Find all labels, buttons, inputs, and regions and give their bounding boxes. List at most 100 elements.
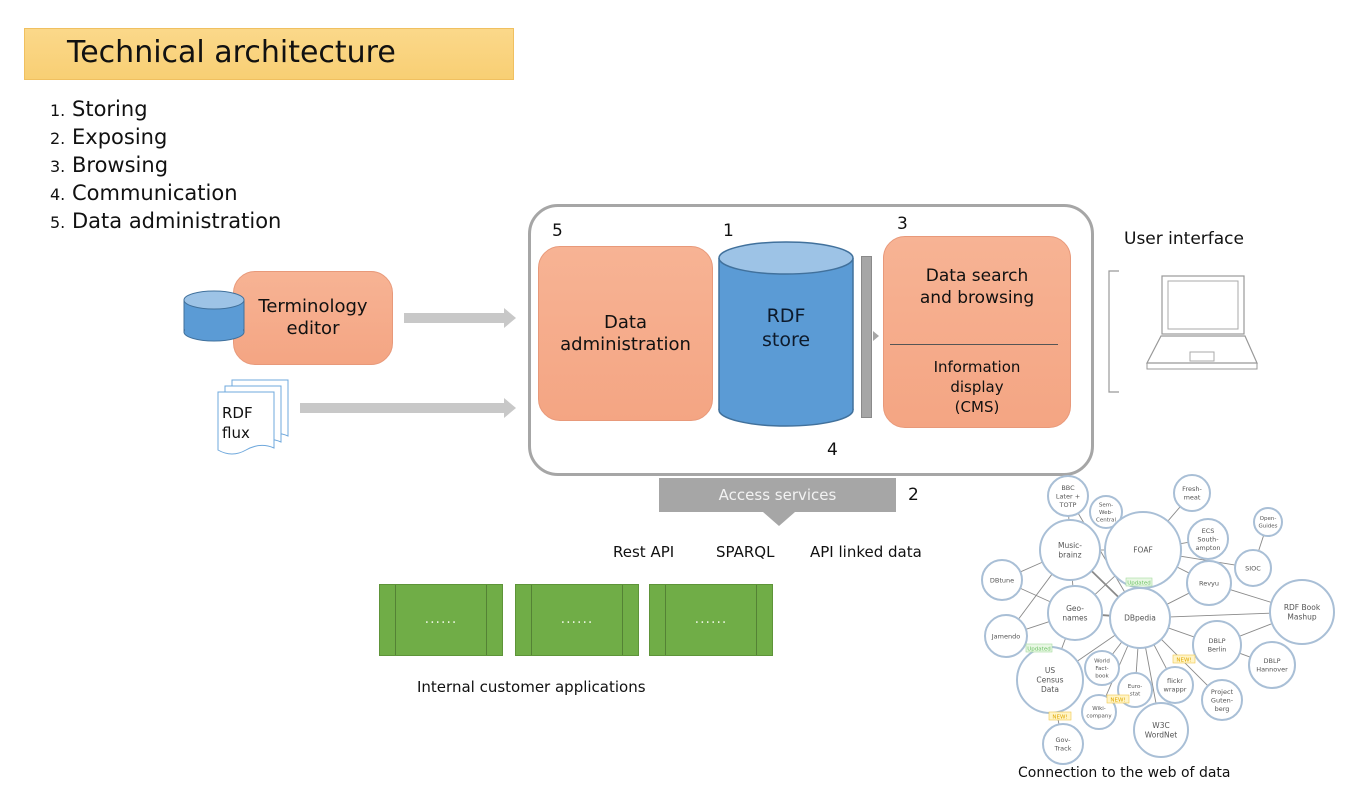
step-label: Communication bbox=[72, 181, 238, 205]
cms-label: Information display (CMS) bbox=[884, 357, 1070, 417]
graph-edge bbox=[1025, 621, 1050, 630]
graph-node-govtrack: Gov-Track bbox=[1042, 723, 1084, 765]
app-placeholder: ...... bbox=[694, 611, 728, 627]
graph-edge bbox=[1229, 589, 1272, 603]
graph-node-label: World bbox=[1094, 658, 1110, 664]
graph-node-label: Web- bbox=[1099, 510, 1113, 516]
box-label: Information bbox=[933, 358, 1021, 376]
graph-edge bbox=[1180, 541, 1189, 545]
number-label: 4 bbox=[827, 440, 838, 460]
graph-node-label: BBC bbox=[1061, 484, 1075, 492]
graph-node-label: W3C bbox=[1152, 721, 1169, 730]
graph-node-label: names bbox=[1062, 613, 1087, 622]
graph-edge bbox=[1145, 647, 1157, 704]
graph-edge bbox=[1239, 623, 1273, 637]
graph-node-label: Geo- bbox=[1066, 604, 1084, 613]
graph-node-opnguides: Open-Guides bbox=[1253, 507, 1283, 537]
graph-node-label: WordNet bbox=[1145, 730, 1178, 739]
graph-node-label: meat bbox=[1184, 494, 1201, 502]
graph-node-label: Euro- bbox=[1128, 684, 1143, 690]
graph-node-label: Revyu bbox=[1199, 579, 1219, 587]
steps-list: 1. Storing 2.Exposing 3.Browsing 4. Commun… bbox=[50, 96, 281, 236]
graph-node-revyu: Revyu bbox=[1186, 560, 1232, 606]
graph-edge bbox=[1020, 587, 1051, 603]
step-item: 5.Data administration bbox=[50, 208, 281, 236]
customer-app: ...... bbox=[649, 584, 773, 656]
web-of-data-caption: Connection to the web of data bbox=[1018, 765, 1231, 781]
step-number: 3. bbox=[50, 157, 66, 176]
graph-node-wikicompany: Wiki-company bbox=[1081, 694, 1117, 730]
graph-edge bbox=[1168, 627, 1195, 638]
step-number: 4. bbox=[50, 185, 66, 204]
graph-edge bbox=[1239, 652, 1251, 658]
graph-node-label: TOTP bbox=[1059, 501, 1077, 509]
graph-node-label: SIOC bbox=[1245, 564, 1261, 572]
graph-edge bbox=[1169, 612, 1271, 618]
graph-edge bbox=[1061, 638, 1066, 650]
box-label: Data bbox=[604, 311, 647, 333]
graph-node-label: stat bbox=[1130, 692, 1141, 698]
rdf-flux-arrow bbox=[300, 398, 516, 418]
app-placeholder: ...... bbox=[424, 611, 458, 627]
terminology-editor-label: Terminology bbox=[258, 296, 368, 317]
access-arrow-icon bbox=[763, 512, 795, 526]
graph-node-label: South- bbox=[1197, 535, 1219, 543]
graph-node-label: RDF Book bbox=[1284, 603, 1321, 612]
graph-node-label: brainz bbox=[1058, 550, 1081, 559]
laptop-icon bbox=[1108, 270, 1258, 393]
applications-caption: Internal customer applications bbox=[417, 678, 646, 696]
graph-node-jamendo: Jamendo bbox=[984, 614, 1028, 658]
search-label: Data search and browsing bbox=[884, 265, 1070, 309]
customer-app: ...... bbox=[515, 584, 639, 656]
badge-label: Updated bbox=[1027, 646, 1050, 652]
badge-label: NEW! bbox=[1052, 714, 1067, 720]
step-number: 1. bbox=[50, 101, 66, 120]
graph-node-label: Music- bbox=[1058, 541, 1082, 550]
graph-edge bbox=[1020, 561, 1043, 573]
graph-node-label: US bbox=[1045, 666, 1055, 675]
step-item: 1. Storing bbox=[50, 96, 281, 124]
graph-node-freshmeat: Fresh-meat bbox=[1173, 474, 1211, 512]
graph-node-label: ECS bbox=[1202, 527, 1215, 535]
step-label: Storing bbox=[72, 97, 148, 121]
rdf-flux-line: flux bbox=[222, 424, 250, 442]
graph-node-label: Berlin bbox=[1208, 646, 1227, 654]
graph-node-label: DBtune bbox=[990, 576, 1014, 584]
step-item: 3.Browsing bbox=[50, 152, 281, 180]
graph-node-label: company bbox=[1086, 714, 1112, 720]
graph-node-label: Jamendo bbox=[991, 632, 1020, 640]
step-item: 2.Exposing bbox=[50, 124, 281, 152]
graph-node-label: Fresh- bbox=[1182, 485, 1202, 493]
api-label-rest: Rest API bbox=[613, 543, 675, 561]
graph-node-label: Sem- bbox=[1099, 502, 1113, 508]
graph-node-label: Guten- bbox=[1211, 696, 1234, 704]
new-badge bbox=[1172, 654, 1196, 664]
graph-edge bbox=[1101, 614, 1111, 617]
page-title: Technical architecture bbox=[67, 35, 396, 70]
step-item: 4. Communication bbox=[50, 180, 281, 208]
api-label-linked-data: API linked data bbox=[810, 543, 922, 561]
graph-node-label: Open- bbox=[1260, 516, 1277, 522]
number-label: 3 bbox=[897, 214, 908, 234]
terminology-editor-label: editor bbox=[286, 318, 340, 339]
app-placeholder: ...... bbox=[560, 611, 594, 627]
graph-edge bbox=[1090, 570, 1120, 598]
graph-edge bbox=[1166, 592, 1190, 605]
box-label: administration bbox=[560, 333, 691, 355]
graph-node-dbpedia: DBpedia bbox=[1109, 587, 1171, 649]
number-label: 2 bbox=[908, 485, 919, 505]
graph-edge bbox=[1258, 535, 1265, 552]
graph-node-label: Gov- bbox=[1055, 736, 1071, 744]
graph-node-label: flickr bbox=[1167, 677, 1183, 685]
rdf-store-label: RDF store bbox=[716, 304, 856, 352]
box-label: store bbox=[761, 329, 811, 351]
number-label: 5 bbox=[552, 221, 563, 241]
graph-node-label: DBpedia bbox=[1124, 614, 1156, 623]
